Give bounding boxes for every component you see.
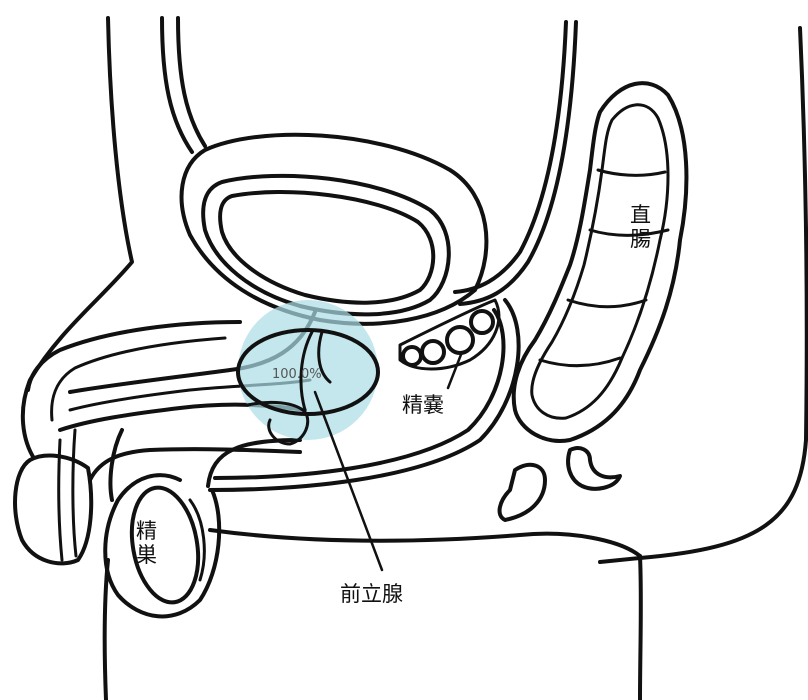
seminal-vesicle-lobe [447,327,473,353]
anal-sphincter-left [500,465,545,520]
back-outline [600,28,807,562]
spermatic-cord-a [110,430,122,500]
seminal-vesicle-leader-line [448,352,462,388]
testis-label: 精巣 [136,519,157,567]
thigh-back-outline [640,556,641,700]
scrotum-outline [105,475,219,616]
peritoneum-right-inner [460,22,576,304]
perineum-outline [210,530,640,556]
rectum-fold-c [568,300,646,307]
seminal-vesicle-lobe [471,311,493,333]
thigh-front-outline [105,560,108,700]
ureter-line-right [178,18,205,146]
prostate-label: 前立腺 [340,582,403,606]
abdomen-front-outline [23,18,132,460]
rectum-label: 直腸 [630,203,651,251]
peritoneum-right-outer [455,22,566,292]
rectum-outer [514,83,687,441]
rectum-fold-b [590,230,668,235]
anal-sphincter-right [568,448,620,489]
bladder-outer-wall [182,135,487,324]
glans-penis [15,456,91,564]
rectum-fold-d [540,358,620,366]
prostate-percentage-label: 100.0% [272,367,322,382]
seminal-vesicle-label: 精嚢 [402,393,444,417]
seminal-vesicle-lobe [422,341,444,363]
rectum-fold-a [598,170,665,175]
